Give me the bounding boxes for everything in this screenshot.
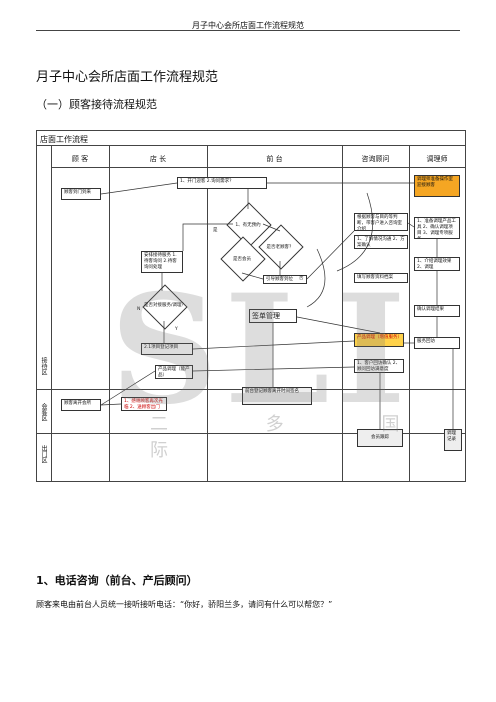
node-manager-open: 1、开门迎客 2.询问需求？ <box>177 177 267 189</box>
header-rule <box>36 30 460 31</box>
node-consult-intro: 根据顾客与目的等判断，带客户进入咨询室介绍 <box>354 213 408 231</box>
running-header: 月子中心会所店面工作流程规范 <box>192 21 304 30</box>
node-manager-decision-label: 是否对接服务/调理？ <box>143 303 186 308</box>
flow-connectors <box>100 182 454 429</box>
node-therapist-steps2: 1、介绍调理效果 2、调理 <box>414 257 460 271</box>
lane-therapist: 调理师 <box>426 155 448 163</box>
edge-label-yes: 是 <box>213 228 218 233</box>
node-exit-front: 前台登记顾客离开时间签名 <box>242 387 312 405</box>
lane-manager: 店 长 <box>149 155 167 163</box>
node-front-service-label: 是否会员 <box>233 257 251 262</box>
node-therapist-feedback: 服务回访 <box>414 337 460 349</box>
page-title: 月子中心会所店面工作流程规范 <box>36 70 219 85</box>
band-meeting: 会客区 <box>40 403 47 421</box>
band-exit: 出门区 <box>40 445 47 463</box>
edge-label-no: 否 <box>299 276 304 281</box>
node-exit-manager: 1、感谢顾客再次光临 2、送顾客出门 <box>121 397 167 411</box>
node-therapist-confirm: 确认调理结果 <box>414 305 460 317</box>
flowchart-title: 店面工作流程 <box>40 135 88 144</box>
node-exit-therapist: 调理记录 <box>444 429 462 451</box>
section-subtitle: （一）顾客接待流程规范 <box>36 98 157 111</box>
node-front-register: 引导顾客到位 <box>263 275 307 284</box>
lane-divider-1 <box>109 145 110 481</box>
band-column-divider <box>51 145 52 481</box>
lane-divider-4 <box>409 145 410 481</box>
node-consult-follow: 1、客户回访确认 2、顾问回访满意度 <box>354 359 404 373</box>
title-divider <box>37 145 465 146</box>
lane-divider-3 <box>342 145 343 481</box>
lane-consultant: 咨询顾问 <box>361 155 390 163</box>
node-manager-record: 2.1项目登记项目 <box>141 343 193 355</box>
band-divider-2 <box>37 433 465 434</box>
node-front-phone-q-label: 1、有无预约 <box>235 223 261 228</box>
section-heading: 1、电话咨询（前台、产后顾问） <box>36 574 198 587</box>
lane-customer: 顾 客 <box>71 155 89 163</box>
lane-front-desk: 前 台 <box>266 155 283 163</box>
node-consult-fill: 填写顾客资料档案 <box>354 273 408 283</box>
lane-divider-2 <box>207 145 208 481</box>
edge-label-n2: N <box>137 307 141 312</box>
flowchart: 店面工作流程 顾 客 店 长 前 台 咨询顾问 调理师 接待区 会客区 出门区 … <box>36 130 466 482</box>
edge-label-y2: Y <box>175 327 178 332</box>
node-customer-arrive: 顾客到门到来 <box>61 188 101 200</box>
node-exit-customer: 顾客离开会所 <box>61 399 101 411</box>
node-front-is-old-label: 是否老顾客？ <box>266 245 294 250</box>
node-consult-yellow: 产品调理（增值服务） <box>354 333 404 347</box>
node-manager-reception: 安排接待服务 1.待客询问 2.待客询问处理 <box>141 251 183 273</box>
band-reception: 接待区 <box>40 357 47 375</box>
node-exit-consult: 会员跟踪 <box>357 429 403 447</box>
node-therapist-orange: 调理师准备操作室 迎接顾客 <box>414 175 460 197</box>
watermark-chars: 二 多 国 际 <box>150 414 446 461</box>
body-paragraph: 顾客来电由前台人员统一接听接听电话：“你好，骄阳兰多，请问有什么可以帮您？” <box>36 600 333 609</box>
watermark-letters: SLI <box>110 262 412 438</box>
lane-header-divider <box>51 167 465 168</box>
node-manager-record2: 产品调理（能产品） <box>155 365 193 379</box>
node-front-note: 签单管理 <box>249 309 297 323</box>
node-therapist-steps: 1、准备调理产品工具 2、确认调理项目 3、调理专项服务 <box>414 217 460 239</box>
